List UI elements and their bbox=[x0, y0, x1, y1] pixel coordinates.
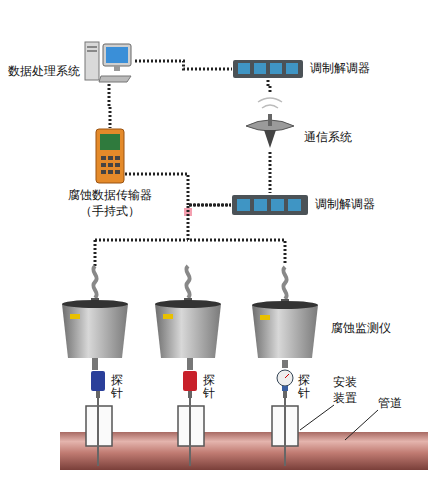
signal-bus bbox=[95, 240, 188, 266]
part-label: 管道 bbox=[378, 396, 402, 412]
modem-node: 调制解调器 bbox=[232, 58, 370, 80]
node-icon bbox=[95, 128, 125, 184]
monitor-1 bbox=[62, 266, 128, 370]
node-label: 调制解调器 bbox=[315, 197, 375, 213]
computer-node: 数据处理系统 bbox=[8, 38, 135, 84]
connector bbox=[268, 80, 270, 92]
node-icon bbox=[88, 368, 108, 398]
node-icon bbox=[245, 265, 325, 360]
probe-node: 探针 bbox=[88, 368, 123, 400]
node-icon bbox=[83, 38, 135, 84]
node-label: 腐蚀数据传输器 （手持式） bbox=[65, 188, 155, 219]
leader-line bbox=[300, 405, 378, 440]
node-label: 调制解调器 bbox=[310, 61, 370, 77]
node-label: 探针 bbox=[203, 374, 215, 400]
node-icon bbox=[180, 368, 200, 398]
modem-node: 调制解调器 bbox=[231, 193, 375, 217]
node-icon bbox=[240, 92, 300, 152]
node-label: 数据处理系统 bbox=[8, 64, 80, 80]
node-icon bbox=[231, 193, 309, 217]
probe-rod bbox=[98, 398, 285, 466]
connector bbox=[109, 84, 110, 128]
monitor-2 bbox=[155, 266, 221, 370]
probe-node: 探针 bbox=[275, 368, 310, 400]
node-icon bbox=[232, 58, 304, 80]
connector bbox=[269, 152, 272, 193]
monitor-node: 腐蚀监测仪 bbox=[245, 265, 391, 360]
handheld-node: 腐蚀数据传输器 （手持式） bbox=[65, 128, 155, 219]
part-label: 安装装置 bbox=[333, 375, 357, 406]
node-label: 探针 bbox=[111, 374, 123, 400]
node-label: 探针 bbox=[298, 374, 310, 400]
connector bbox=[135, 61, 232, 69]
node-label: 腐蚀监测仪 bbox=[331, 321, 391, 337]
probe-node: 探针 bbox=[180, 368, 215, 400]
node-label: 通信系统 bbox=[304, 130, 352, 146]
install-device bbox=[86, 406, 298, 446]
pipe bbox=[60, 432, 428, 470]
connector bbox=[282, 360, 288, 368]
comm-node: 通信系统 bbox=[240, 92, 352, 152]
node-icon bbox=[275, 368, 295, 398]
